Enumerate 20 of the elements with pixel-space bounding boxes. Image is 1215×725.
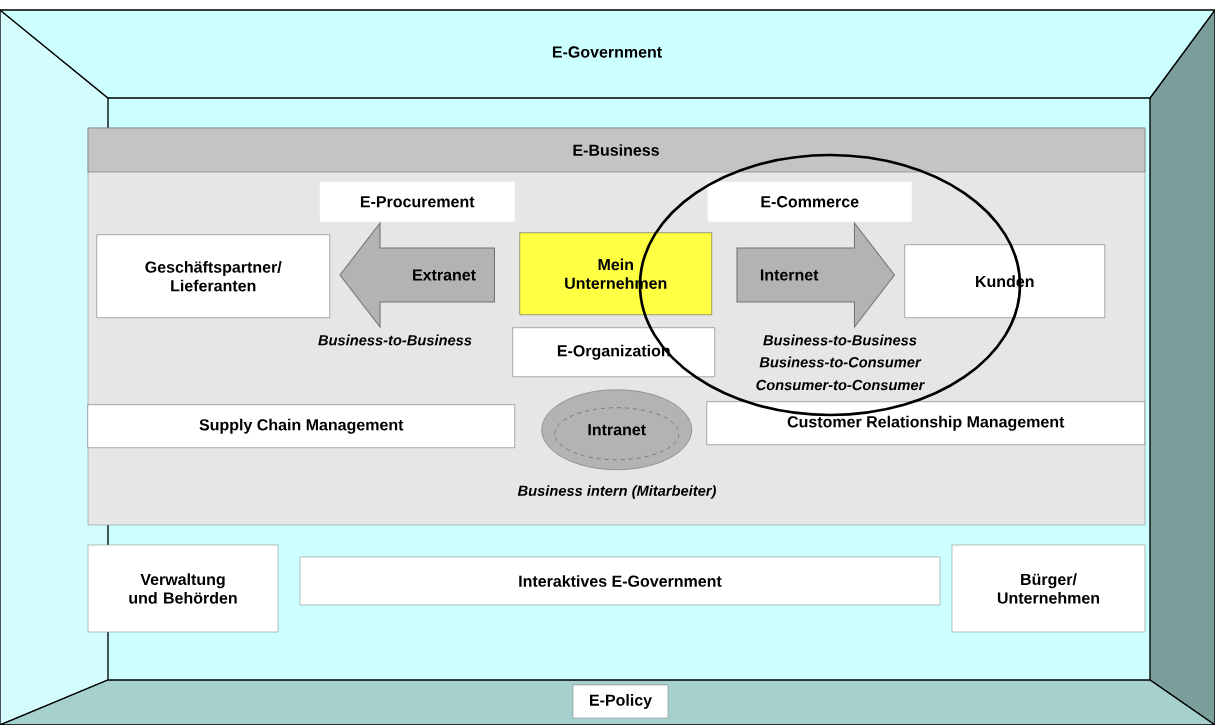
arrow-caption: Consumer-to-Consumer: [756, 379, 925, 391]
process-box: Supply Chain Management: [87, 404, 515, 448]
heading-box: E-Commerce: [707, 181, 912, 222]
block-arrow: [736, 221, 896, 329]
citizen-box: Bürger/ Unternehmen: [951, 544, 1146, 633]
block-arrow: [339, 221, 495, 329]
policy-box: E-Policy: [572, 684, 669, 719]
arrow-caption: Business-to-Business: [318, 334, 472, 346]
process-box: Customer Relationship Management: [706, 401, 1145, 445]
arrow-caption: Business-to-Business: [763, 334, 917, 346]
heading-box: E-Procurement: [319, 181, 515, 222]
top-band: E-Government: [0, 9, 1215, 99]
node-label: Business intern (Mitarbeiter): [517, 485, 716, 499]
authority-box: Verwaltung und Behörden: [87, 544, 279, 633]
edge-label: Extranet: [413, 269, 476, 281]
process-box: E-Organization: [512, 327, 715, 377]
edge-label: Internet: [760, 269, 819, 281]
arrow-caption: Business-to-Consumer: [759, 356, 922, 368]
process-box: Interaktives E-Government: [299, 556, 941, 606]
partner-box: Geschäftspartner/ Lieferanten: [96, 234, 330, 318]
